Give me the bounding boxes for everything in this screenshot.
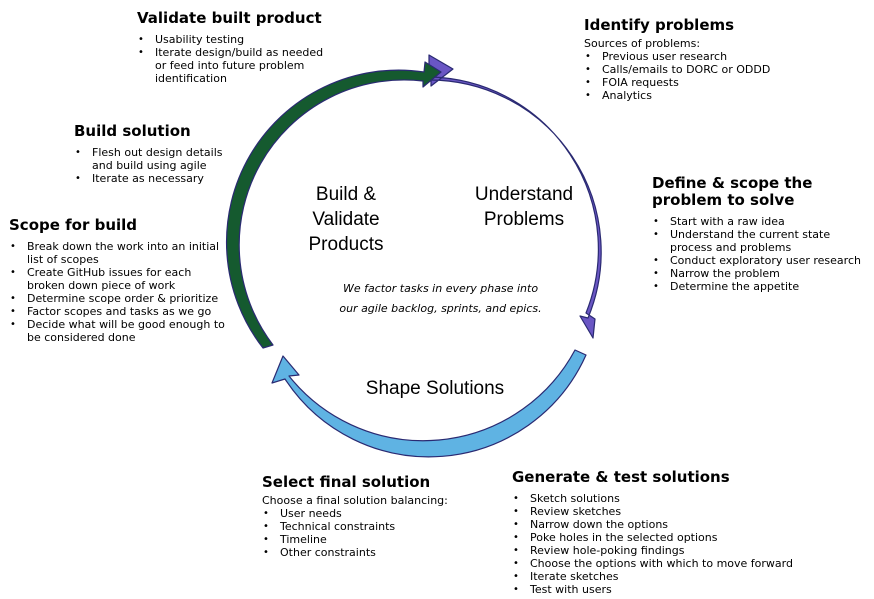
list-item: Determine the appetite — [652, 280, 867, 293]
block-list: Flesh out design details and build using… — [74, 146, 244, 185]
center-note: We factor tasks in every phase into our … — [339, 282, 542, 315]
block-list: User needsTechnical constraintsTimelineO… — [262, 507, 482, 559]
list-item: Determine scope order & prioritize — [9, 292, 231, 305]
list-item: Iterate sketches — [512, 570, 812, 583]
list-item: Understand the current state process and… — [652, 228, 867, 254]
list-item: Test with users — [512, 583, 812, 596]
list-item: Other constraints — [262, 546, 482, 559]
list-item: Choose the options with which to move fo… — [512, 557, 812, 570]
list-item: Poke holes in the selected options — [512, 531, 812, 544]
phase-label-build: Build & Validate Products — [308, 184, 384, 255]
list-item: Conduct exploratory user research — [652, 254, 867, 267]
list-item: Factor scopes and tasks as we go — [9, 305, 231, 318]
list-item: Review hole-poking findings — [512, 544, 812, 557]
list-item: Break down the work into an initial list… — [9, 240, 231, 266]
list-item: Flesh out design details and build using… — [74, 146, 244, 172]
block-list: Previous user researchCalls/emails to DO… — [584, 50, 814, 102]
list-item: Create GitHub issues for each broken dow… — [9, 266, 231, 292]
validate-built-product-block: Validate built product Usability testing… — [137, 9, 337, 86]
block-title: Scope for build — [9, 216, 138, 234]
block-title: Validate built product — [137, 9, 322, 27]
block-list: Sketch solutionsReview sketchesNarrow do… — [512, 492, 812, 596]
block-intro: Choose a final solution balancing: — [262, 494, 448, 507]
build-validate-arrow — [225, 61, 442, 349]
list-item: Sketch solutions — [512, 492, 812, 505]
list-item: Decide what will be good enough to be co… — [9, 318, 231, 344]
build-solution-block: Build solution Flesh out design details … — [74, 122, 244, 186]
select-final-solution-block: Select final solution Choose a final sol… — [262, 473, 482, 560]
understand-problems-arrow — [428, 54, 602, 339]
phase-label-shape: Shape Solutions — [365, 378, 505, 399]
list-item: Narrow the problem — [652, 267, 867, 280]
block-intro: Sources of problems: — [584, 37, 701, 50]
list-item: Narrow down the options — [512, 518, 812, 531]
block-title: Select final solution — [262, 473, 431, 491]
block-title: Define & scope the problem to solve — [652, 174, 813, 209]
identify-problems-block: Identify problems Sources of problems: P… — [584, 16, 814, 103]
list-item: Iterate as necessary — [74, 172, 244, 185]
block-title: Generate & test solutions — [512, 468, 730, 486]
block-list: Break down the work into an initial list… — [9, 240, 231, 344]
list-item: Iterate design/build as needed or feed i… — [137, 46, 337, 85]
list-item: FOIA requests — [584, 76, 814, 89]
scope-for-build-block: Scope for build Break down the work into… — [9, 216, 231, 345]
list-item: Analytics — [584, 89, 814, 102]
list-item: Start with a raw idea — [652, 215, 867, 228]
list-item: Review sketches — [512, 505, 812, 518]
shape-solutions-arrow — [271, 349, 587, 458]
list-item: Technical constraints — [262, 520, 482, 533]
block-list: Start with a raw ideaUnderstand the curr… — [652, 215, 867, 293]
generate-test-solutions-block: Generate & test solutions Sketch solutio… — [512, 468, 812, 597]
list-item: Calls/emails to DORC or ODDD — [584, 63, 814, 76]
block-list: Usability testingIterate design/build as… — [137, 33, 337, 85]
define-scope-block: Define & scope the problem to solve Star… — [652, 174, 867, 294]
block-title: Build solution — [74, 122, 191, 140]
list-item: Previous user research — [584, 50, 814, 63]
list-item: Timeline — [262, 533, 482, 546]
list-item: Usability testing — [137, 33, 337, 46]
list-item: User needs — [262, 507, 482, 520]
phase-label-understand: Understand Problems — [474, 184, 574, 230]
block-title: Identify problems — [584, 16, 735, 34]
